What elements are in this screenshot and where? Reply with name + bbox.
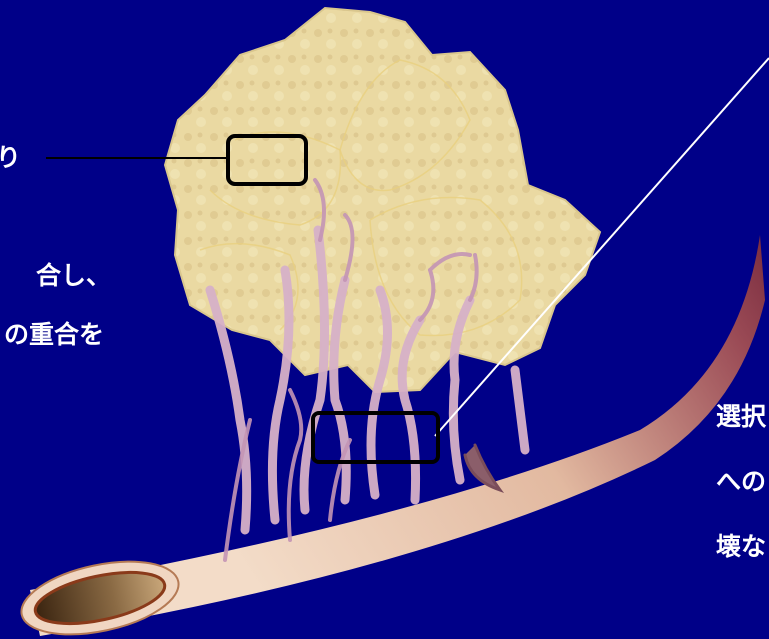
left-label-line2: 合し、 [36, 259, 111, 293]
right-label-line3: 壊な [716, 530, 766, 564]
left-label-line1: り [0, 141, 21, 175]
tumor-mass [165, 8, 600, 392]
left-label-line3: の重合を [4, 318, 104, 352]
right-label-line2: への [716, 465, 766, 499]
right-label-line1: 選択 [716, 400, 766, 434]
